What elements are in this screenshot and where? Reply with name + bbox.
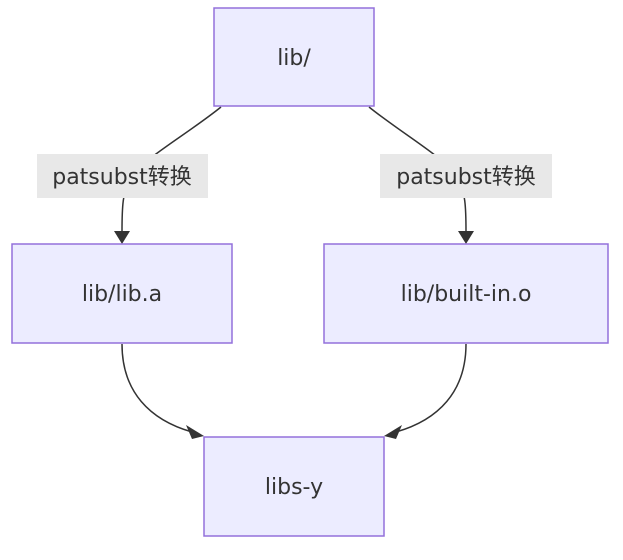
edge-label-left-text: patsubst转换 bbox=[52, 165, 192, 190]
edge-label-right: patsubst转换 bbox=[380, 154, 552, 198]
node-lib-dir-box bbox=[213, 7, 375, 107]
edge-built-in-to-libs-y bbox=[395, 343, 467, 433]
edge-lib-to-built-in-arrowhead bbox=[458, 231, 474, 244]
edge-lib-to-lib-a-arrowhead bbox=[114, 231, 130, 244]
node-lib-dir-label: lib/ bbox=[277, 46, 311, 71]
node-lib-a: lib/lib.a bbox=[11, 243, 233, 344]
node-built-in-box bbox=[323, 243, 609, 344]
edge-label-right-background bbox=[380, 154, 552, 198]
edge-label-right-text: patsubst转换 bbox=[396, 165, 536, 190]
node-libs-y-box bbox=[203, 436, 385, 537]
node-built-in: lib/built-in.o bbox=[323, 243, 609, 344]
node-built-in-label: lib/built-in.o bbox=[401, 282, 532, 307]
node-lib-dir: lib/ bbox=[213, 7, 375, 107]
edge-lib-a-to-libs-y-arrowhead bbox=[186, 425, 204, 439]
edge-label-left-background bbox=[37, 154, 208, 198]
node-libs-y: libs-y bbox=[203, 436, 385, 537]
node-lib-a-label: lib/lib.a bbox=[82, 282, 162, 307]
node-lib-a-box bbox=[11, 243, 233, 344]
node-libs-y-label: libs-y bbox=[265, 475, 323, 500]
edge-lib-a-to-libs-y bbox=[121, 343, 193, 433]
edge-label-left: patsubst转换 bbox=[37, 154, 208, 198]
edge-built-in-to-libs-y-arrowhead bbox=[384, 425, 402, 439]
